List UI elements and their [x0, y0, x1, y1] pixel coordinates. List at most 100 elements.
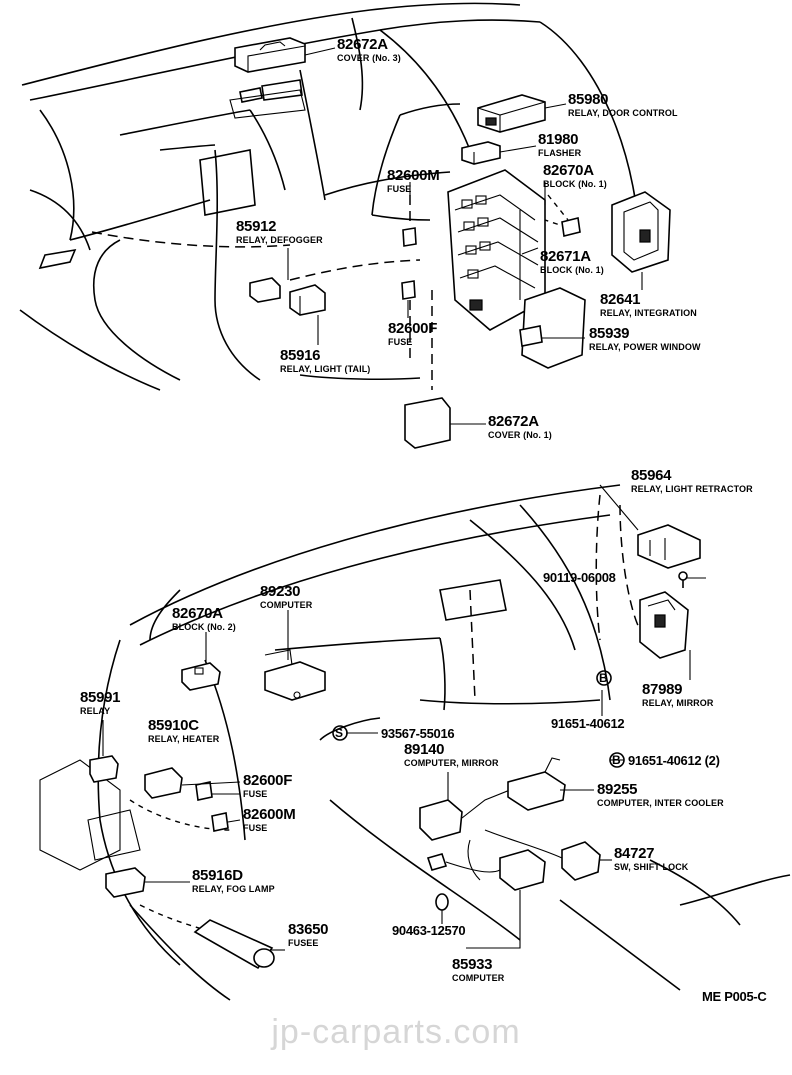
part-callout: 81980 FLASHER — [538, 132, 581, 158]
part-callout: 83650 FUSEE — [288, 921, 329, 948]
shift-lock-switch-part — [484, 829, 601, 881]
part-number: 87989 — [642, 681, 683, 698]
part-number: 85916 — [280, 347, 321, 364]
block-no1-small-part — [561, 217, 581, 237]
part-number: 82670A — [172, 605, 223, 622]
fuse-82600m-part — [402, 227, 417, 247]
part-callout: 85912 RELAY, DEFOGGER — [236, 219, 323, 245]
part-callout: 85910C RELAY, HEATER — [148, 718, 219, 744]
computer-89230-part — [264, 649, 326, 701]
heater-relay-part — [144, 767, 183, 799]
part-callout: 89140 COMPUTER, MIRROR — [404, 742, 499, 768]
part-description: RELAY, POWER WINDOW — [589, 342, 701, 352]
part-callout: 82670A BLOCK (No. 1) — [543, 163, 607, 189]
part-number: 84727 — [614, 845, 655, 862]
cover-no1-part — [404, 397, 451, 449]
part-description: RELAY, DOOR CONTROL — [568, 108, 678, 118]
part-number: 89255 — [597, 781, 638, 798]
ref-s-circle — [332, 725, 348, 741]
fuse-82600m-lower-part — [211, 812, 229, 832]
power-window-relay-part — [519, 287, 586, 369]
part-description: SW, SHIFT LOCK — [614, 862, 689, 872]
fusee-83650-part — [193, 919, 275, 970]
ref-s-mark: S — [335, 726, 344, 740]
part-callout: 82600F FUSE — [388, 321, 437, 347]
part-description: BLOCK (No. 1) — [543, 179, 607, 189]
upper-dashboard-outline — [19, 2, 641, 391]
mirror-computer-part — [419, 789, 511, 841]
part-callout: 87989 RELAY, MIRROR — [642, 682, 713, 708]
ref-b-circle-1 — [596, 670, 612, 686]
part-callout: 90463-12570 — [392, 924, 466, 937]
ref-b-mark-1: B — [599, 671, 608, 685]
part-callout: 82672A COVER (No. 3) — [337, 37, 401, 63]
part-description: RELAY, MIRROR — [642, 698, 714, 708]
part-callout: 89255 COMPUTER, INTER COOLER — [597, 782, 724, 808]
part-number: 82672A — [337, 36, 388, 53]
part-number: 85933 — [452, 956, 493, 973]
part-description: FLASHER — [538, 148, 582, 158]
part-number: 90119-06008 — [543, 570, 616, 585]
computer-85933-part — [426, 839, 546, 891]
part-number: 81980 — [538, 131, 579, 148]
mirror-relay-part — [639, 591, 689, 659]
part-number: 93567-55016 — [381, 726, 455, 741]
part-number: 85991 — [80, 689, 121, 706]
flasher-part — [461, 141, 501, 165]
part-number: 85910C — [148, 717, 199, 734]
ref-b-mark-2: B — [612, 753, 621, 767]
fuse-82600f-part — [401, 280, 416, 300]
part-callout: 89230 COMPUTER — [260, 584, 312, 610]
part-description: COMPUTER, MIRROR — [404, 758, 499, 768]
ref-marks — [332, 670, 625, 768]
part-callout: 85916 RELAY, LIGHT (TAIL) — [280, 348, 370, 374]
upper-leader-lines — [287, 47, 643, 425]
door-control-relay-part — [477, 94, 546, 133]
part-callout: 85933 COMPUTER — [452, 957, 504, 983]
part-number: 85939 — [589, 325, 630, 342]
part-description: COMPUTER — [452, 973, 505, 983]
part-number: 85980 — [568, 91, 609, 108]
part-number: 85916D — [192, 867, 243, 884]
tail-light-relay-part — [289, 284, 326, 316]
part-number: 89230 — [260, 583, 301, 600]
fuse-82600f-lower-part — [195, 781, 213, 801]
part-number: 82600M — [243, 806, 296, 823]
part-callout: 90119-06008 — [543, 571, 616, 584]
part-callout: 85916D RELAY, FOG LAMP — [192, 868, 275, 894]
part-callout: 82672A COVER (No. 1) — [488, 414, 552, 440]
part-number: 82600F — [243, 772, 293, 789]
lower-leader-lines — [102, 484, 706, 951]
integration-relay-part — [611, 191, 671, 273]
part-description: FUSE — [388, 337, 413, 347]
part-description: RELAY, FOG LAMP — [192, 884, 275, 894]
part-callout: 82600M FUSE — [243, 806, 296, 833]
part-callout: 82641 RELAY, INTEGRATION — [600, 292, 697, 318]
inter-cooler-computer-part — [507, 757, 566, 811]
part-description: COMPUTER, INTER COOLER — [597, 798, 724, 808]
part-description: RELAY, LIGHT RETRACTOR — [631, 484, 753, 494]
part-description: BLOCK (No. 1) — [540, 265, 604, 275]
reference-code: ME P005-C — [702, 989, 767, 1004]
part-number: 89140 — [404, 741, 445, 758]
part-callout: 91651-40612 (2) — [628, 754, 720, 767]
part-callout: 82600F FUSE — [243, 773, 292, 799]
lower-dashboard-outline — [39, 484, 791, 1001]
part-number: 82671A — [540, 248, 591, 265]
watermark-text: jp-carparts.com — [271, 1013, 521, 1051]
part-callout: 82670A BLOCK (No. 2) — [172, 606, 236, 632]
screw-90119-part — [678, 571, 688, 588]
part-callout: 82600M FUSE — [387, 168, 440, 194]
part-callout: 85939 RELAY, POWER WINDOW — [589, 326, 701, 352]
part-callout: 82671A BLOCK (No. 1) — [540, 249, 604, 275]
part-description: RELAY — [80, 706, 111, 716]
part-number: 83650 — [288, 921, 329, 938]
part-description: COVER (No. 1) — [488, 430, 552, 440]
part-number: 82670A — [543, 162, 594, 179]
part-description: FUSE — [243, 789, 268, 799]
part-number: 85964 — [631, 467, 672, 484]
fog-lamp-relay-part — [105, 867, 146, 898]
part-number: 82641 — [600, 291, 641, 308]
